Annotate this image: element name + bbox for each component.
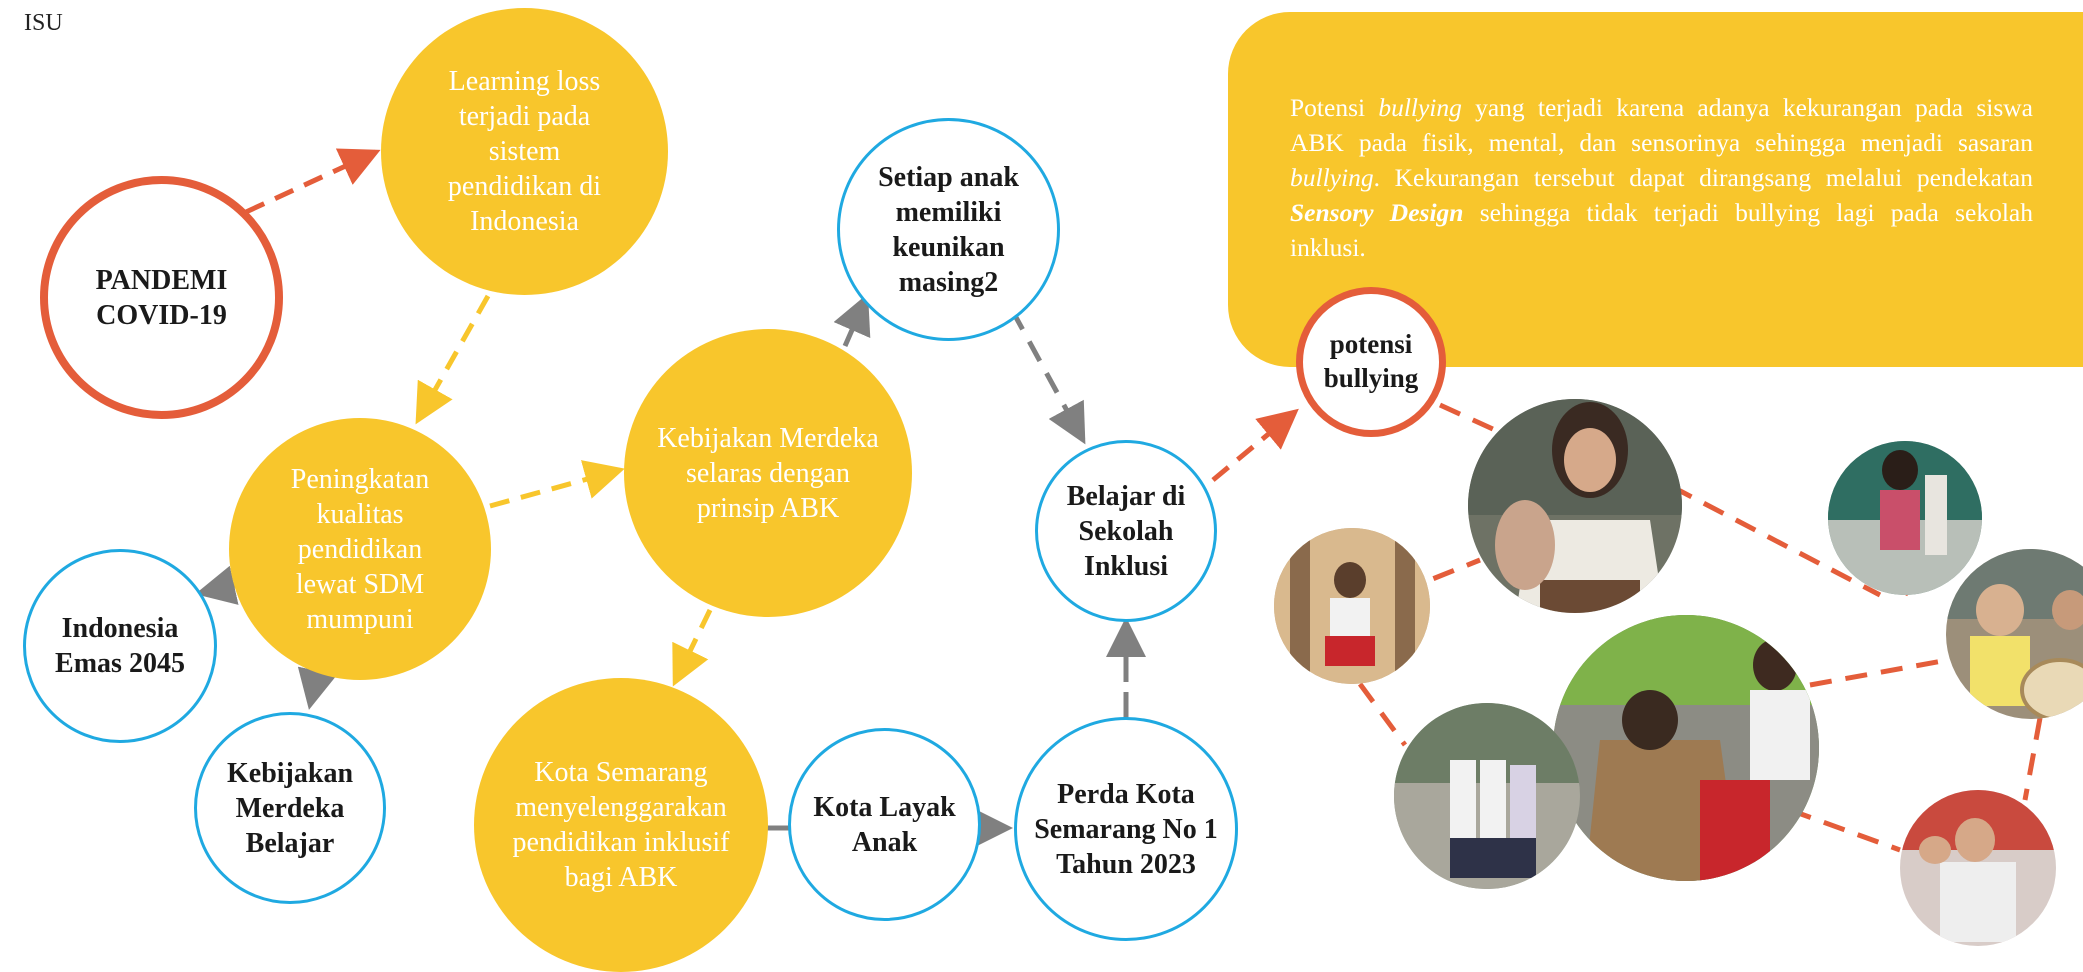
arrow-setiap-belajar — [1009, 308, 1086, 445]
arrow-kebijakan-setiap — [833, 293, 871, 348]
node-belajar-sekolah-inklusi: Belajar di Sekolah Inklusi — [1035, 440, 1217, 622]
callout-text: Potensi bullying yang terjadi karena ada… — [1290, 93, 2033, 262]
node-setiap-anak: Setiap anak memiliki keunikan masing2 — [837, 118, 1060, 341]
photo-4 — [1946, 549, 2083, 719]
arrow-kebijakan-kota — [672, 608, 713, 687]
photo-6 — [1394, 703, 1580, 889]
node-indonesia-emas: Indonesia Emas 2045 — [23, 549, 217, 743]
node-peningkatan-kualitas: Peningkatan kualitas pendidikan lewat SD… — [229, 418, 491, 680]
isu-label: ISU — [24, 10, 63, 36]
node-learning-loss: Learning loss terjadi pada sistem pendid… — [381, 8, 668, 295]
node-pandemi-covid: PANDEMI COVID-19 — [40, 176, 283, 419]
photo-3 — [1274, 528, 1430, 684]
callout-box: Potensi bullying yang terjadi karena ada… — [1228, 12, 2083, 367]
node-kota-semarang: Kota Semarang menyelenggarakan pendidika… — [474, 678, 768, 972]
photo-5 — [1553, 615, 1819, 881]
arrow-peningkatan-kebijakan — [489, 460, 625, 509]
photo-2 — [1828, 441, 1982, 595]
arrow-pandemi-learning — [244, 148, 381, 215]
photo-7 — [1900, 790, 2056, 946]
arrow-belajar-potensi — [1211, 408, 1299, 482]
node-kebijakan-merdeka-abk: Kebijakan Merdeka selaras dengan prinsip… — [624, 329, 912, 617]
node-kebijakan-merdeka-belajar: Kebijakan Merdeka Belajar — [194, 712, 386, 904]
node-kota-layak-anak: Kota Layak Anak — [788, 728, 981, 921]
node-perda-kota-semarang: Perda Kota Semarang No 1 Tahun 2023 — [1014, 717, 1238, 941]
arrow-peningkatan-merdeka-belajar — [297, 666, 337, 710]
arrow-learning-peningkatan — [415, 294, 491, 425]
node-potensi-bullying: potensi bullying — [1296, 287, 1446, 437]
photo-1 — [1468, 399, 1682, 613]
